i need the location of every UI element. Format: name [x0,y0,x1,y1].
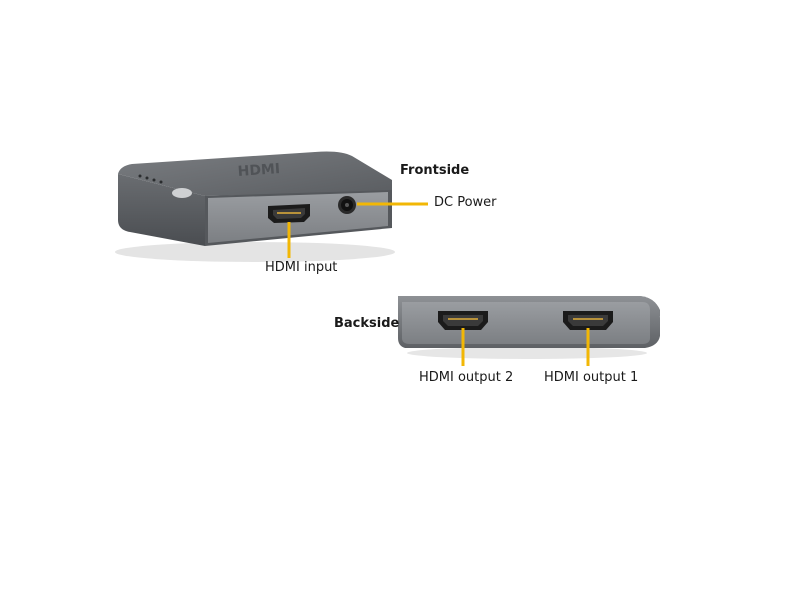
hdmi-output-1-label: HDMI output 1 [544,370,639,385]
dc-power-jack [338,196,356,214]
logo-text: HDMI [237,161,280,180]
back-callout-lines [461,328,590,366]
hdmi-input-label: HDMI input [265,260,338,275]
front-callout-lines [287,202,428,258]
dc-power-label: DC Power [434,195,497,210]
select-button [172,188,192,198]
frontside-heading: Frontside [400,163,470,178]
status-leds [138,174,163,184]
hdmi-input-port [268,204,310,223]
hdmi-output-1-port [563,311,613,330]
back-device [398,296,660,359]
front-device: HDMI [115,151,395,262]
hdmi-output-2-label: HDMI output 2 [419,370,514,385]
backside-heading: Backside [334,316,400,331]
hdmi-output-2-port [438,311,488,330]
